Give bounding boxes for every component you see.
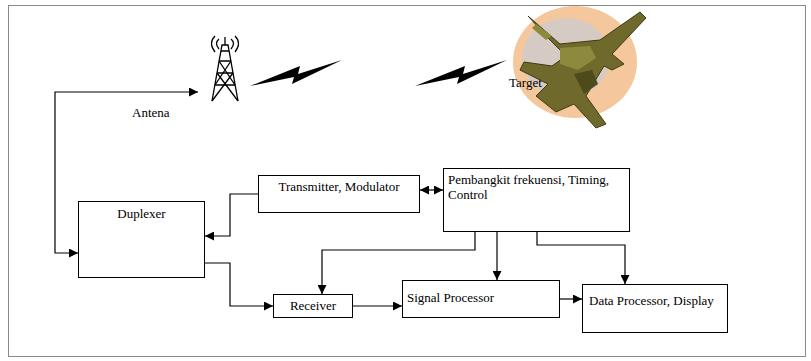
antenna-icon: Antena (198, 35, 250, 103)
duplexer-box: Duplexer (78, 201, 205, 278)
connector-arrow (420, 189, 443, 190)
connector-arrow (537, 232, 625, 284)
icon-label: Target (509, 75, 542, 90)
icon-label: Antena (132, 105, 170, 120)
antenna-tower (198, 35, 250, 103)
box-label: Data Processor, Display (589, 293, 721, 308)
target-icon: Target (505, 5, 640, 127)
box-label: Duplexer (83, 206, 200, 221)
connector-arrow (496, 232, 497, 280)
process-box: Transmitter, Modulator (258, 175, 420, 213)
process-box: Signal Processor (402, 280, 560, 318)
lightning-bolt (415, 60, 507, 86)
connector-arrow (205, 194, 258, 236)
box-label: Receiver (278, 298, 348, 313)
process-box: Data Processor, Display (582, 284, 728, 333)
box-label: Pembangkit frekuensi, Timing, Control (448, 172, 625, 202)
lightning-bolt (250, 60, 342, 86)
control-box: Pembangkit frekuensi, Timing, Control (443, 168, 630, 232)
connector-arrow (353, 305, 402, 306)
process-box: Receiver (273, 294, 353, 318)
box-label: Signal Processor (407, 290, 555, 305)
box-label: Transmitter, Modulator (265, 179, 413, 194)
connector-arrow (205, 263, 273, 306)
outer-frame (9, 6, 806, 357)
jet-illustration (520, 12, 646, 128)
connector-arrow (560, 298, 582, 299)
